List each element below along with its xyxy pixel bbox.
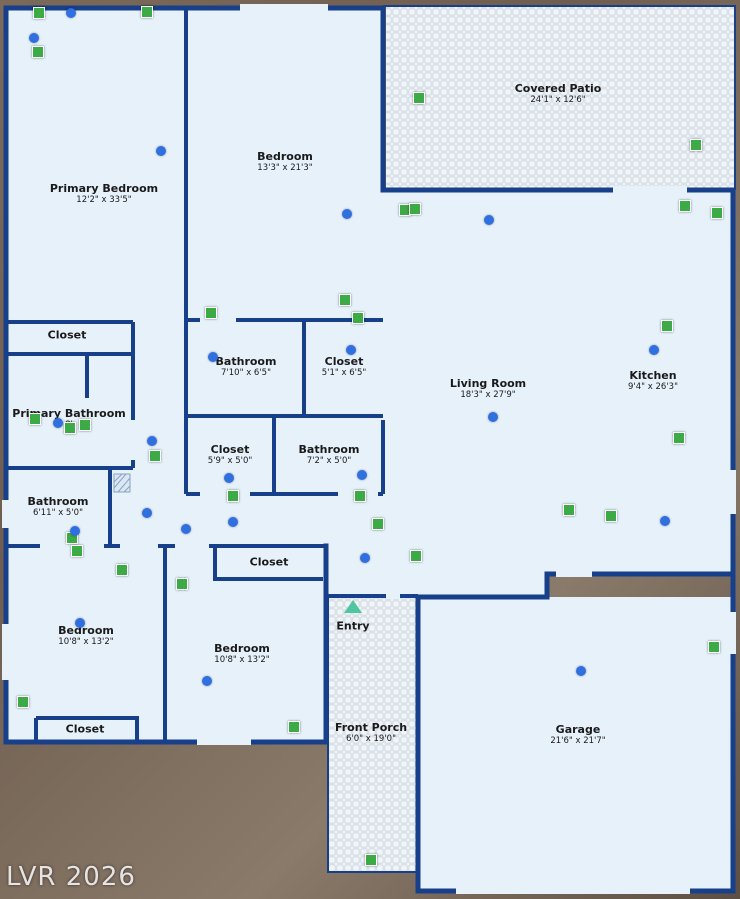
- openings: [2, 4, 736, 894]
- photo-marker[interactable]: [288, 721, 300, 733]
- view-marker[interactable]: [147, 436, 157, 446]
- photo-marker[interactable]: [64, 422, 76, 434]
- photo-marker[interactable]: [141, 6, 153, 18]
- photo-marker[interactable]: [149, 450, 161, 462]
- view-marker[interactable]: [346, 345, 356, 355]
- porch-floor: [328, 596, 416, 872]
- view-marker[interactable]: [53, 418, 63, 428]
- view-marker[interactable]: [576, 666, 586, 676]
- photo-marker[interactable]: [661, 320, 673, 332]
- view-marker[interactable]: [208, 352, 218, 362]
- watermark: LVR 2026: [6, 862, 136, 892]
- view-marker[interactable]: [484, 215, 494, 225]
- patio-floor: [386, 6, 735, 190]
- photo-marker[interactable]: [708, 641, 720, 653]
- photo-marker[interactable]: [29, 413, 41, 425]
- view-marker[interactable]: [181, 524, 191, 534]
- view-marker[interactable]: [142, 508, 152, 518]
- view-marker[interactable]: [360, 553, 370, 563]
- view-marker[interactable]: [228, 517, 238, 527]
- photo-marker[interactable]: [32, 46, 44, 58]
- photo-marker[interactable]: [673, 432, 685, 444]
- photo-marker[interactable]: [17, 696, 29, 708]
- view-marker[interactable]: [357, 470, 367, 480]
- photo-marker[interactable]: [410, 550, 422, 562]
- view-marker[interactable]: [66, 8, 76, 18]
- photo-marker[interactable]: [71, 545, 83, 557]
- photo-marker[interactable]: [227, 490, 239, 502]
- view-marker[interactable]: [649, 345, 659, 355]
- view-marker[interactable]: [488, 412, 498, 422]
- entry-arrow: [344, 600, 362, 613]
- photo-marker[interactable]: [352, 312, 364, 324]
- photo-marker[interactable]: [563, 504, 575, 516]
- view-marker[interactable]: [156, 146, 166, 156]
- view-marker[interactable]: [224, 473, 234, 483]
- view-marker[interactable]: [70, 526, 80, 536]
- garage-floor: [418, 597, 733, 891]
- photo-marker[interactable]: [679, 200, 691, 212]
- photo-marker[interactable]: [711, 207, 723, 219]
- view-marker[interactable]: [660, 516, 670, 526]
- photo-marker[interactable]: [33, 7, 45, 19]
- photo-marker[interactable]: [365, 854, 377, 866]
- view-marker[interactable]: [29, 33, 39, 43]
- photo-marker[interactable]: [413, 92, 425, 104]
- porch-outline: [327, 5, 736, 873]
- hatch: [113, 473, 131, 493]
- photo-marker[interactable]: [79, 419, 91, 431]
- photo-marker[interactable]: [339, 294, 351, 306]
- view-marker[interactable]: [75, 618, 85, 628]
- view-marker[interactable]: [202, 676, 212, 686]
- view-marker[interactable]: [342, 209, 352, 219]
- photo-marker[interactable]: [605, 510, 617, 522]
- photo-marker[interactable]: [409, 203, 421, 215]
- photo-marker[interactable]: [176, 578, 188, 590]
- photo-marker[interactable]: [205, 307, 217, 319]
- photo-marker[interactable]: [116, 564, 128, 576]
- photo-marker[interactable]: [354, 490, 366, 502]
- photo-marker[interactable]: [690, 139, 702, 151]
- photo-marker[interactable]: [372, 518, 384, 530]
